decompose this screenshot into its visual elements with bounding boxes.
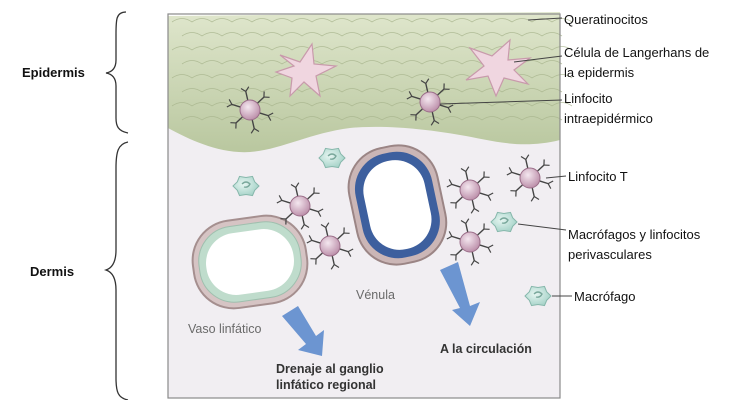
intraepidermal-label-line1: Linfocito [564,90,612,107]
circulation-label: A la circulación [440,342,532,357]
perivascular-label-line1: Macrófagos y linfocitos [568,226,700,243]
t-lymphocyte-label: Linfocito T [568,168,628,185]
drainage-label-line2: linfático regional [276,378,376,393]
dermis-label: Dermis [30,263,74,280]
intraepidermal-label-line2: intraepidérmico [564,110,653,127]
langerhans-label-line1: Célula de Langerhans de [564,44,709,61]
dermis-brace [106,142,128,400]
drainage-label-line1: Drenaje al ganglio [276,362,384,377]
langerhans-label-line2: la epidermis [564,64,634,81]
macrophage-label: Macrófago [574,288,635,305]
keratinocytes-label: Queratinocitos [564,11,648,28]
lymph-vessel-label: Vaso linfático [188,322,261,337]
venule-label: Vénula [356,288,395,303]
epidermis-label: Epidermis [22,64,85,81]
epidermis-brace [106,12,128,133]
perivascular-label-line2: perivasculares [568,246,652,263]
